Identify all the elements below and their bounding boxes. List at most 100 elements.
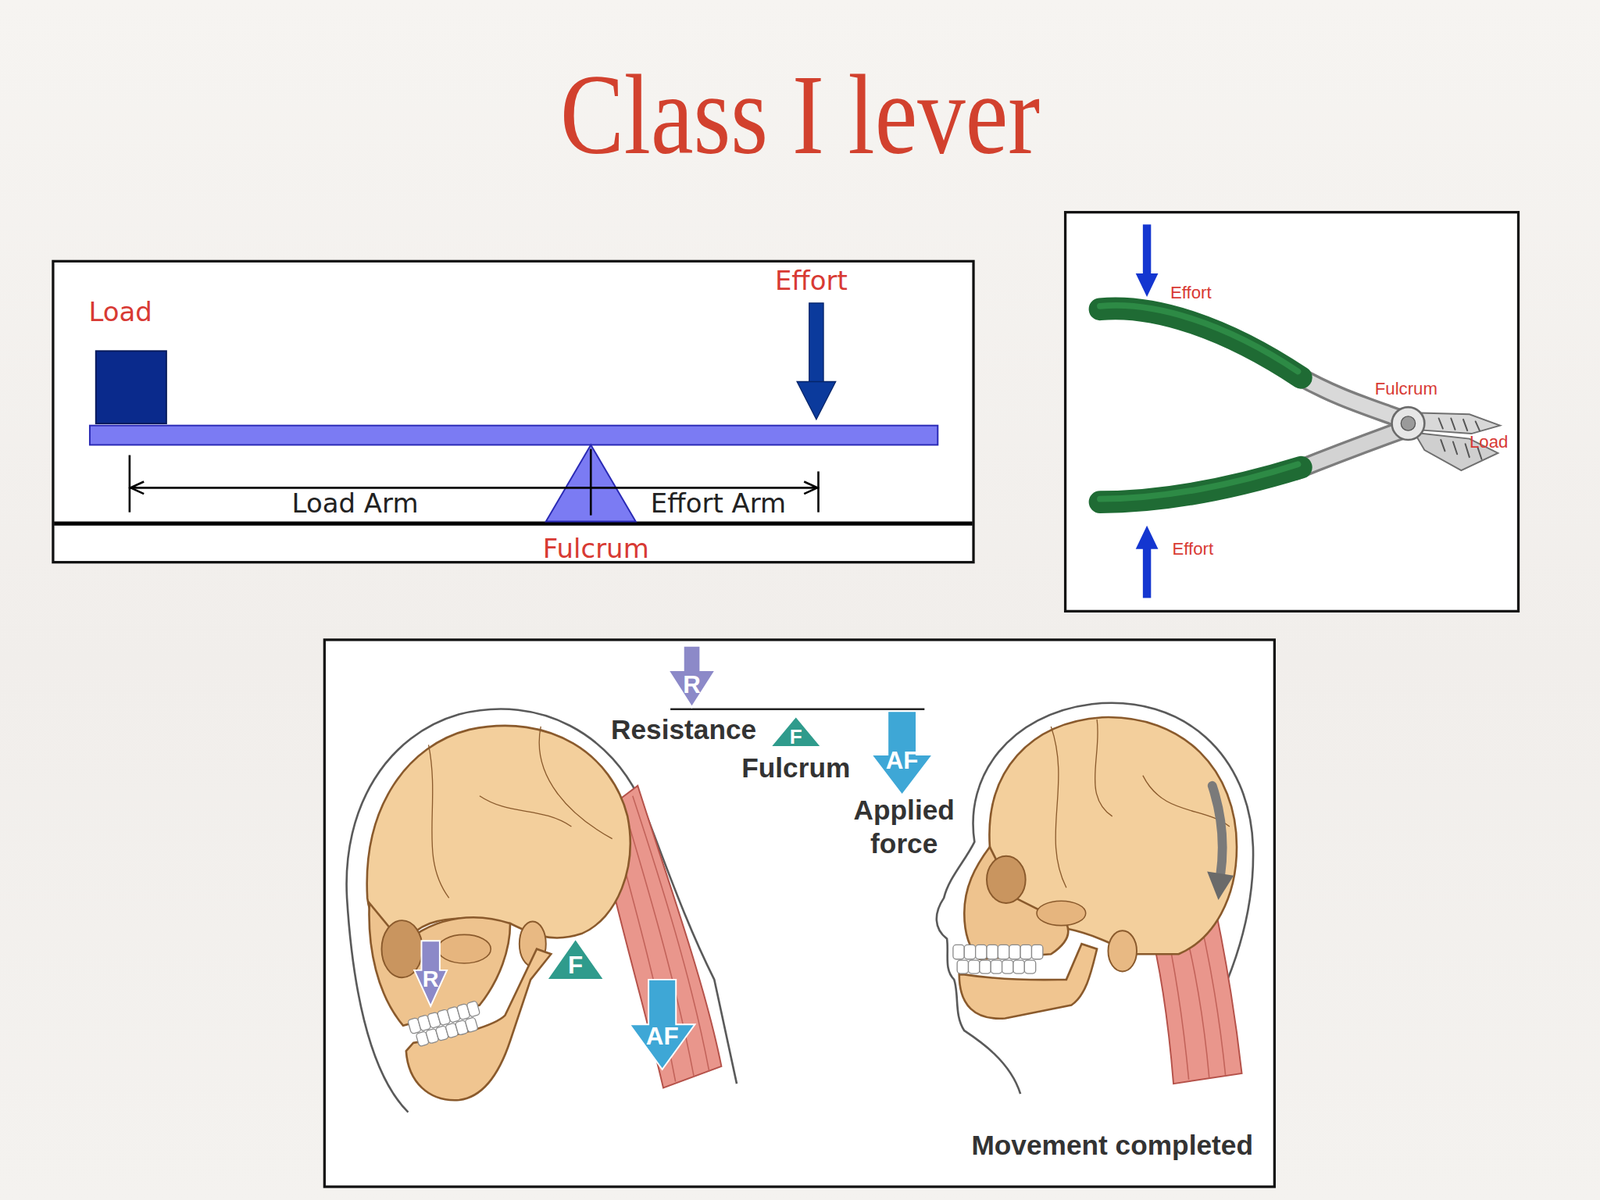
right-skull (1013, 960, 1025, 974)
ground-line (53, 521, 973, 525)
right-skull (1031, 944, 1043, 959)
pliers (1100, 464, 1298, 499)
fulcrum-triangle: F (546, 939, 604, 980)
fulcrum-label: Fulcrum (1375, 380, 1438, 398)
effort-arrow (1135, 224, 1159, 598)
right-skull (936, 703, 1254, 1094)
right-skull (986, 856, 1026, 904)
applied-force-arrow-fill (629, 979, 696, 1070)
pliers-panel (1065, 212, 1519, 612)
dimension-line (803, 481, 818, 494)
effort-label: Effort (1170, 284, 1212, 302)
movement-arrow (1212, 785, 1223, 876)
left-skull (368, 903, 511, 1026)
load-block (96, 350, 167, 424)
effort-arrow (796, 303, 836, 420)
load-arm-label: Load Arm (292, 489, 419, 517)
left-skull (346, 709, 737, 1113)
right-skull (990, 960, 1002, 974)
right-skull (964, 944, 975, 959)
lever-beam (89, 425, 938, 446)
effort-label: Effort (1172, 540, 1215, 558)
left-skull (406, 949, 551, 1100)
lever-panel (53, 260, 974, 562)
right-skull (1002, 960, 1014, 974)
caption-label: Movement completed (971, 1132, 1254, 1160)
fulcrum-triangle (546, 444, 636, 522)
right-skull (1024, 960, 1036, 974)
effort-arm-label: Effort Arm (650, 489, 786, 517)
pliers (1100, 305, 1500, 503)
node-letter: F (567, 953, 583, 978)
left-skull (381, 920, 422, 978)
pliers (1439, 418, 1480, 432)
dimension-line (129, 486, 819, 490)
applied-force-arrow: AF (629, 979, 696, 1070)
head-panel (324, 639, 1275, 1187)
left-skull (437, 934, 491, 964)
right-skull (1009, 944, 1021, 959)
pliers (1296, 428, 1407, 472)
movement-arrow (1207, 785, 1234, 900)
left-skull (407, 1000, 485, 1048)
right-skull (936, 703, 1254, 1094)
node-letter: AF (885, 747, 919, 772)
dimension-line (128, 455, 132, 513)
pliers (1296, 428, 1407, 472)
left-skull (346, 709, 737, 1113)
left-skull (464, 1017, 479, 1033)
right-skull (957, 960, 968, 974)
right-skull (953, 944, 965, 959)
effort-arrow (1142, 547, 1151, 598)
effort-arrow (1135, 273, 1159, 297)
resistance-arrow: R (414, 940, 447, 1007)
right-skull (1050, 719, 1230, 889)
node-letter: R (422, 968, 440, 992)
right-skull (1020, 944, 1032, 959)
movement-arrow (1207, 871, 1234, 900)
pliers (1400, 416, 1415, 431)
right-skull (968, 960, 980, 974)
key-lever-line (670, 707, 925, 711)
key-label: Resistance (610, 717, 757, 745)
effort-arrow (1135, 525, 1159, 550)
fulcrum-triangle-fill (546, 939, 604, 980)
effort-arrow (809, 303, 824, 383)
resistance-arrow: R (668, 646, 716, 708)
dimension-line (817, 471, 820, 512)
node-letter: F (789, 726, 803, 747)
fulcrum-triangle-fill (770, 716, 822, 747)
applied-force-arrow-fill (871, 710, 933, 795)
left-skull (428, 726, 613, 898)
right-skull (986, 944, 998, 959)
right-skull (959, 943, 1097, 1019)
key-label: Applied force (832, 793, 976, 861)
load-label: Load (88, 299, 152, 326)
key-label: Fulcrum (741, 754, 850, 783)
pliers (1100, 305, 1298, 372)
resistance-arrow-fill (668, 646, 716, 708)
fulcrum-label: Fulcrum (542, 535, 650, 563)
fulcrum-mark (589, 449, 593, 516)
left-skull (466, 1000, 481, 1018)
head-panel (324, 639, 1275, 1187)
left-skull (367, 725, 631, 944)
pliers (1392, 407, 1425, 440)
effort-arrow (1142, 224, 1151, 275)
load-label: Load (1469, 432, 1508, 450)
pliers-panel (1065, 212, 1519, 612)
slide-title: Class I lever (560, 57, 1040, 172)
effort-arrow (796, 381, 836, 419)
node-letter: R (682, 672, 701, 697)
applied-force-arrow: AF (871, 710, 933, 795)
fulcrum-triangle: F (770, 716, 822, 747)
node-letter: AF (646, 1025, 679, 1050)
resistance-arrow-fill (414, 940, 447, 1007)
right-skull (997, 944, 1009, 959)
effort-label: Effort (775, 267, 848, 294)
lever-panel (53, 260, 974, 562)
